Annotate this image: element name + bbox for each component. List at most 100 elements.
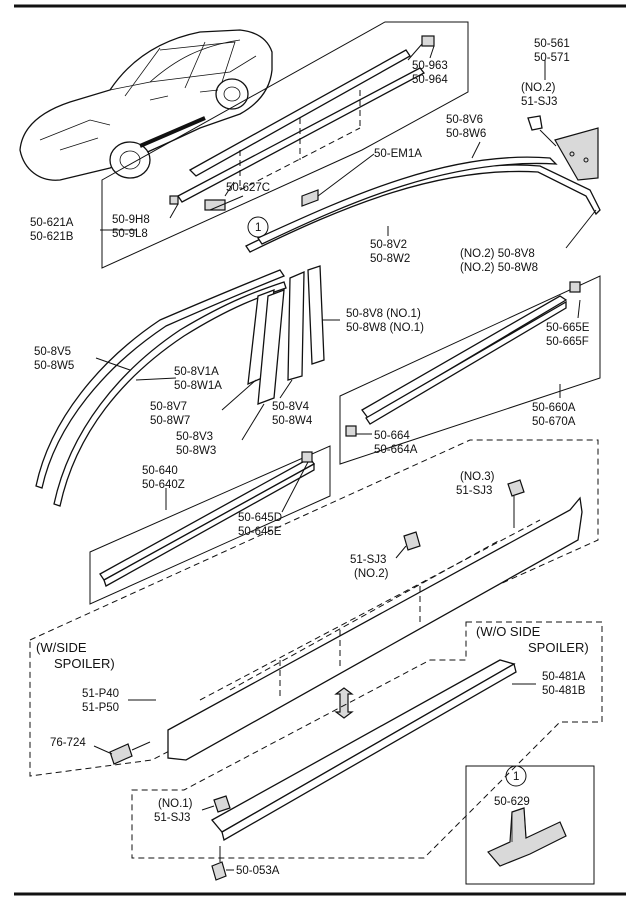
- screw-50-053a: [211, 861, 227, 881]
- bolt-51-sj3-no2: [403, 531, 421, 551]
- label-50-645d: 50-645D: [238, 512, 282, 524]
- detail-box-50-629: [465, 765, 595, 885]
- label-50-8w3: 50-8W3: [176, 445, 216, 457]
- label-50-963: 50-963: [412, 60, 448, 72]
- label-51-p40: 51-P40: [82, 688, 119, 700]
- fastener-76-724: [109, 743, 133, 765]
- part-labels: 50-963 50-964 50-561 50-571 (NO.2) 51-SJ…: [30, 38, 590, 877]
- circle-number-1-top: 1: [255, 222, 261, 234]
- label-50-8w5: 50-8W5: [34, 360, 74, 372]
- label-wo-side-spoiler-2: SPOILER): [528, 640, 589, 655]
- label-50-8w2: 50-8W2: [370, 253, 410, 265]
- label-50-621b: 50-621B: [30, 231, 74, 243]
- label-50-8w4: 50-8W4: [272, 415, 313, 427]
- label-50-645e: 50-645E: [238, 526, 282, 538]
- roof-group-box: [101, 21, 469, 269]
- label-50-8w7: 50-8W7: [150, 415, 190, 427]
- clip-50-9h8: [169, 195, 179, 205]
- clip-50-665e: [569, 281, 581, 293]
- pillar-50-8v8: [307, 265, 325, 365]
- molding-50-660a: [361, 295, 568, 419]
- label-w-side-spoiler-1: (W/SIDE: [36, 640, 87, 655]
- sill-molding-50-481a-lower: [221, 663, 517, 841]
- no-side-spoiler-dashed-box: [131, 621, 603, 859]
- clip-50-664: [345, 425, 357, 437]
- molding-50-660a-lower: [365, 300, 567, 425]
- label-51-sj3-no3: 51-SJ3: [456, 485, 492, 497]
- roof-molding-part: [188, 49, 411, 177]
- label-50-em1a: 50-EM1A: [374, 148, 422, 160]
- label-50-481b: 50-481B: [542, 685, 586, 697]
- clip-51-sj3-no1: [213, 795, 231, 813]
- bolt-51-sj3-top: [527, 115, 543, 131]
- leader-lines: [95, 45, 597, 871]
- window-molding-box: [339, 275, 601, 465]
- clip-50-627c: [204, 199, 226, 211]
- label-50-561: 50-561: [534, 38, 570, 50]
- belt-molding-box: [89, 445, 331, 605]
- label-50-8w1a: 50-8W1A: [174, 380, 222, 392]
- label-no3: (NO.3): [460, 471, 495, 483]
- molding-50-640-lower: [103, 462, 315, 587]
- side-spoiler-dashed-box: [29, 439, 599, 777]
- label-50-8w8-no2: (NO.2) 50-8W8: [460, 262, 538, 274]
- arrow-down-up: [334, 687, 354, 719]
- label-w-side-spoiler-2: SPOILER): [54, 656, 115, 671]
- label-50-8v4: 50-8V4: [272, 401, 310, 413]
- label-50-665e: 50-665E: [546, 322, 590, 334]
- molding-50-8v5: [35, 269, 285, 489]
- label-51-sj3-no1: 51-SJ3: [154, 812, 190, 824]
- label-50-8v6: 50-8V6: [446, 114, 483, 126]
- label-51-sj3-top: 51-SJ3: [521, 96, 557, 108]
- label-50-053a: 50-053A: [236, 865, 280, 877]
- label-50-8v7: 50-8V7: [150, 401, 187, 413]
- label-50-8v1a: 50-8V1A: [174, 366, 219, 378]
- label-50-9h8: 50-9H8: [112, 214, 150, 226]
- clip-50-629-drawing: [487, 807, 567, 867]
- label-50-8v5: 50-8V5: [34, 346, 71, 358]
- label-50-664a: 50-664A: [374, 444, 418, 456]
- label-50-8v3: 50-8V3: [176, 431, 213, 443]
- label-no2-top: (NO.2): [521, 82, 556, 94]
- label-50-8w8-no1: 50-8W8 (NO.1): [346, 322, 424, 334]
- label-51-sj3-no2: 51-SJ3: [350, 554, 386, 566]
- label-wo-side-spoiler-1: (W/O SIDE: [476, 624, 541, 639]
- label-50-665f: 50-665F: [546, 336, 589, 348]
- clip-50-561: [554, 127, 599, 181]
- molding-50-8v2: [257, 156, 558, 245]
- label-50-664: 50-664: [374, 430, 410, 442]
- pillar-50-8v3: [257, 289, 285, 405]
- label-50-629: 50-629: [494, 796, 530, 808]
- label-50-8v8-no2: (NO.2) 50-8V8: [460, 248, 535, 260]
- label-50-627c: 50-627C: [226, 182, 270, 194]
- side-spoiler-part: [167, 496, 583, 761]
- label-no1-bottom: (NO.1): [158, 798, 193, 810]
- car-illustration: [19, 29, 273, 181]
- label-50-8v2: 50-8V2: [370, 239, 407, 251]
- label-50-660a: 50-660A: [532, 402, 576, 414]
- pillar-50-8v4: [287, 271, 305, 381]
- label-50-670a: 50-670A: [532, 416, 576, 428]
- circle-number-1-detail: 1: [513, 771, 519, 783]
- label-no2-mid: (NO.2): [354, 568, 389, 580]
- label-50-640: 50-640: [142, 465, 178, 477]
- clip-50-963: [421, 35, 435, 47]
- label-50-481a: 50-481A: [542, 671, 586, 683]
- label-50-640z: 50-640Z: [142, 479, 185, 491]
- roof-molding-strip: [177, 67, 425, 203]
- label-50-621a: 50-621A: [30, 217, 74, 229]
- molding-50-em1a: [301, 189, 319, 207]
- label-51-p50: 51-P50: [82, 702, 119, 714]
- circle-callout-1-detail: [505, 765, 527, 787]
- label-50-964: 50-964: [412, 74, 448, 86]
- bolt-51-sj3-no3: [507, 479, 525, 497]
- molding-50-8v1a: [53, 281, 287, 507]
- label-50-571: 50-571: [534, 52, 570, 64]
- label-50-8w6: 50-8W6: [446, 128, 486, 140]
- circle-callout-1-top: [247, 216, 269, 238]
- label-50-9l8: 50-9L8: [112, 228, 148, 240]
- label-76-724: 76-724: [50, 737, 86, 749]
- label-50-8v8-no1: 50-8V8 (NO.1): [346, 308, 421, 320]
- clip-50-645d: [301, 451, 313, 463]
